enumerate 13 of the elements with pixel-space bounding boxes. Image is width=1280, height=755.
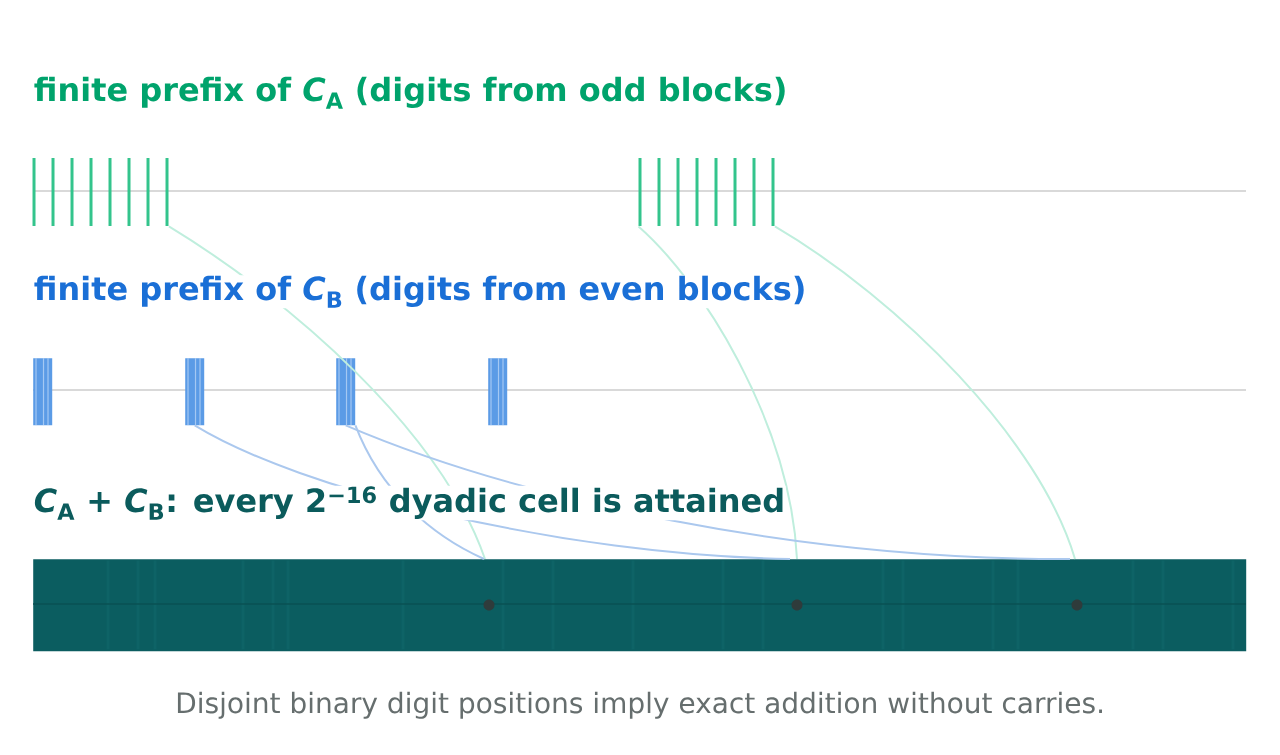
striped-bar bbox=[185, 357, 205, 426]
striped-bar bbox=[33, 357, 53, 426]
tick-marks bbox=[638, 158, 775, 226]
tick-marks bbox=[32, 158, 169, 226]
curve-connector bbox=[637, 225, 798, 560]
heading: finite prefix of C$_{A}$ (digits from odd blocks) bbox=[33, 76, 788, 110]
caption: Disjoint binary digit positions imply exact addition without carries. bbox=[177, 691, 1102, 719]
heading: finite prefix of C$_{B}$ (digits from even blocks) bbox=[33, 275, 807, 309]
band bbox=[32, 559, 1247, 652]
curve-connector bbox=[773, 225, 1076, 560]
striped-bar bbox=[488, 357, 508, 426]
striped-bar bbox=[336, 357, 356, 426]
heading: C$_{A}$ + C$_{B}$: every 2$^{−16}$ dyadic cell is attained bbox=[33, 485, 786, 521]
